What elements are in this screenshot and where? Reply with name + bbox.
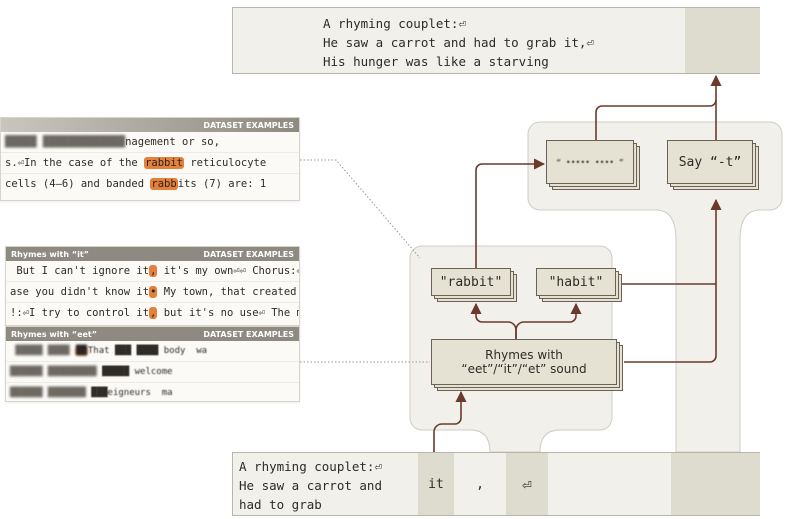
panel-rabbit-header-label: DATASET EXAMPLES <box>203 120 294 130</box>
feature-habit[interactable]: "habit" <box>536 268 616 296</box>
feature-rabbit[interactable]: "rabbit" <box>431 268 511 296</box>
output-prompt-line-2: He saw a carrot and had to grab it,⏎ <box>323 35 594 50</box>
feature-output-word-label: “ ••••• •••• ” <box>556 157 624 167</box>
example-row: !:⏎I try to control it, but it's no use⏎… <box>6 303 299 323</box>
example-highlight: rabbit <box>144 157 185 169</box>
panel-it-header-label: DATASET EXAMPLES <box>203 249 294 259</box>
example-row: s.⏎In the case of the rabbit reticulocyt… <box>1 153 299 174</box>
input-prompt: A rhyming couplet:⏎ He saw a carrot and … <box>232 452 760 516</box>
example-post: its (7) are: 1 <box>177 178 267 190</box>
panel-rabbit-examples: DATASET EXAMPLES █████ █████████████nage… <box>0 117 300 201</box>
input-prompt-line-3: had to grab <box>239 497 322 512</box>
example-post: nagement or so, <box>125 136 220 148</box>
example-pre: !:⏎I try to control it <box>10 307 150 319</box>
panel-it-header: Rhymes with “it” DATASET EXAMPLES <box>6 247 299 261</box>
example-pre: s.⏎In the case of the <box>5 157 145 169</box>
example-highlight: , <box>149 265 158 277</box>
example-highlight: • <box>149 286 158 298</box>
example-highlight: , <box>149 307 158 319</box>
feature-output-word[interactable]: “ ••••• •••• ” <box>546 140 634 184</box>
example-post: My town, that created all <box>163 286 297 298</box>
input-token-newline[interactable]: ⏎ <box>506 453 548 515</box>
example-row: cells (4–6) and banded rabbits (7) are: … <box>1 174 299 194</box>
example-pre: ██████ ███████ <box>10 388 86 398</box>
example-row: █████ █████████████nagement or so, <box>1 132 299 153</box>
example-post: reticulocyte <box>184 157 267 169</box>
example-row: ase you didn't know it• My town, that cr… <box>6 282 299 303</box>
input-prompt-line-2: He saw a carrot and <box>239 478 382 493</box>
panel-eet-header: Rhymes with “eet” DATASET EXAMPLES <box>6 327 299 341</box>
example-pre: cells (4–6) and banded <box>5 178 151 190</box>
example-post: █████ welcome <box>96 367 173 377</box>
example-highlight: ██ <box>75 346 88 356</box>
example-row: ██████ ███████ ███eigneurs ma <box>6 383 299 401</box>
example-pre: █████ ████ <box>10 346 76 356</box>
example-post: it's my own⏎⏎ Chorus:⏎F <box>157 265 300 277</box>
panel-eet-header-label: DATASET EXAMPLES <box>203 329 294 339</box>
output-prompt-line-3: His hunger was like a starving <box>323 54 549 69</box>
feature-say-t-label: Say “-t” <box>678 154 742 170</box>
feature-say-t[interactable]: Say “-t” <box>667 140 753 184</box>
example-row: ██████ █████████ █████ welcome <box>6 362 299 383</box>
input-prompt-line-1: A rhyming couplet:⏎ <box>239 459 382 474</box>
panel-eet-title: Rhymes with “eet” <box>11 329 98 339</box>
example-pre: ase you didn't know it <box>10 286 150 298</box>
input-token-it[interactable]: it <box>418 453 454 515</box>
input-token-comma[interactable]: , <box>476 476 484 492</box>
output-prompt: A rhyming couplet:⏎ He saw a carrot and … <box>232 7 760 74</box>
output-prompt-line-1: A rhyming couplet:⏎ <box>323 16 466 31</box>
example-highlight: rabb <box>150 178 178 190</box>
example-pre: But I can't ignore it <box>10 265 150 277</box>
feature-rhymes[interactable]: Rhymes with “eet”/“it”/“et” sound <box>431 339 617 385</box>
example-pre: ██████ █████████ <box>10 367 97 377</box>
example-pre: █████ █████████████ <box>5 136 126 148</box>
panel-eet-examples: Rhymes with “eet” DATASET EXAMPLES █████… <box>5 326 300 402</box>
feature-rhymes-label-2: “eet”/“it”/“et” sound <box>461 362 587 376</box>
output-token-shade <box>685 8 760 73</box>
example-row: █████ ████ ██That ███ ████ body wa <box>6 341 299 362</box>
feature-rhymes-label-1: Rhymes with <box>485 348 563 362</box>
example-row: But I can't ignore it, it's my own⏎⏎ Cho… <box>6 261 299 282</box>
dotted-link-rabbit <box>300 159 421 259</box>
example-post: That ███ ████ body wa <box>87 346 208 356</box>
example-post: ███eigneurs ma <box>85 388 173 398</box>
panel-it-title: Rhymes with “it” <box>11 249 89 259</box>
feature-rabbit-label: "rabbit" <box>439 274 503 290</box>
input-token-empty-shade <box>671 453 760 515</box>
example-post: but it's no use⏎ The mor <box>157 307 300 319</box>
panel-rabbit-header: DATASET EXAMPLES <box>1 118 299 132</box>
feature-habit-label: "habit" <box>548 274 604 290</box>
panel-it-examples: Rhymes with “it” DATASET EXAMPLES But I … <box>5 246 300 326</box>
